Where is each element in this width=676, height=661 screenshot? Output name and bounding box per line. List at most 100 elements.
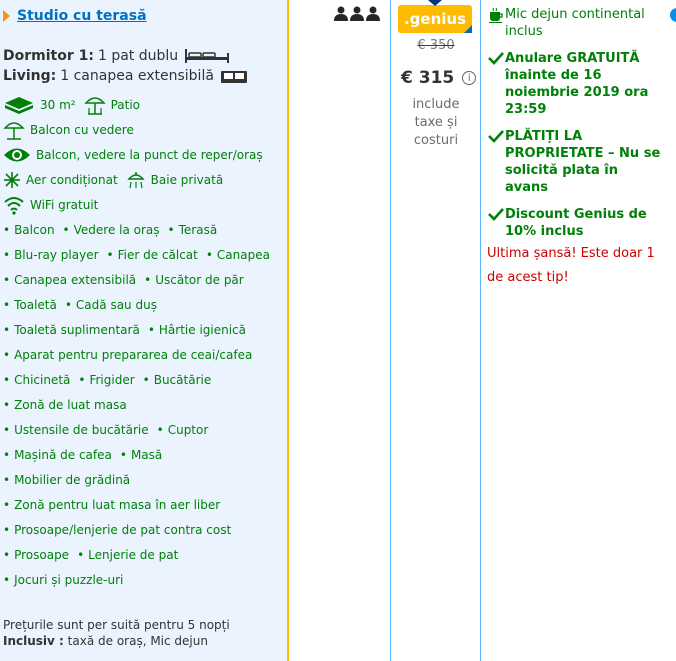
facility-row-ac-bath: Aer condiționat Baie privată xyxy=(3,167,287,192)
amenity-item: Zonă pentru luat masa în aer liber xyxy=(3,498,220,512)
room-title-row[interactable]: Studio cu terasă xyxy=(3,6,287,26)
condition-genius-discount: Discount Genius de 10% inclus xyxy=(487,206,676,240)
eye-icon xyxy=(4,148,30,161)
bed-label: Living: xyxy=(3,68,57,84)
bed-value: 1 pat dublu xyxy=(97,48,179,64)
amenity-item: Jocuri și puzzle-uri xyxy=(3,573,123,587)
amenity-item: Cadă sau duș xyxy=(65,298,157,312)
condition-cancellation: Anulare GRATUITĂ înainte de 16 noiembrie… xyxy=(487,50,676,118)
balcony-icon xyxy=(3,121,25,140)
original-price: € 350 xyxy=(391,38,481,53)
landmark-view-label: Balcon, vedere la punct de reper/oraș xyxy=(36,147,263,162)
air-conditioning: Aer condiționat xyxy=(3,171,118,189)
amenity-row: Mașină de cafeaMasă xyxy=(3,442,287,467)
ac-label: Aer condiționat xyxy=(26,172,118,187)
amenity-item: Prosoape xyxy=(3,548,69,562)
person-icon xyxy=(350,6,364,21)
breakfast-label: Mic dejun continental inclus xyxy=(505,7,645,39)
amenity-row: Toaletă suplimentară Hârtie igienică xyxy=(3,317,287,342)
amenity-item: Vedere la oraș xyxy=(63,223,160,237)
amenity-row: Prosoape/lenjerie de pat contra cost xyxy=(3,517,287,542)
amenity-row: Blu-ray player Fier de călcat Canapea xyxy=(3,242,287,267)
coffee-cup-icon xyxy=(489,7,503,23)
price-note: Prețurile sunt per suită pentru 5 nopți … xyxy=(3,617,230,649)
price-includes-note: include taxe și costuri xyxy=(391,96,481,150)
room-column: Studio cu terasă Dormitor 1: 1 pat dublu… xyxy=(0,0,289,661)
wifi-icon xyxy=(4,196,24,215)
amenity-row: Chicinetă Frigider Bucătărie xyxy=(3,367,287,392)
facility-row-landmark-view: Balcon, vedere la punct de reper/oraș xyxy=(3,142,287,167)
genius-label: .genius xyxy=(403,10,467,28)
amenity-row: Zonă pentru luat masa în aer liber xyxy=(3,492,287,517)
amenity-item: Balcon xyxy=(3,223,54,237)
bed-configuration: Dormitor 1: 1 pat dublu Living: 1 canape… xyxy=(3,46,287,86)
patio-umbrella-icon xyxy=(83,96,106,115)
amenity-item: Canapea xyxy=(206,248,270,262)
max-guests xyxy=(334,6,382,22)
amenity-item: Toaletă suplimentară xyxy=(3,323,140,337)
shower-icon xyxy=(127,171,145,188)
amenity-item: Aparat pentru prepararea de ceai/cafea xyxy=(3,348,252,362)
inclusive-label: Inclusiv : xyxy=(3,634,64,648)
info-icon[interactable]: i xyxy=(462,71,477,85)
price-note-inclusive: Inclusiv : taxă de oraș, Mic dejun xyxy=(3,633,230,649)
person-icon xyxy=(366,6,380,21)
room-size-icon xyxy=(5,96,33,114)
amenity-item: Mașină de cafea xyxy=(3,448,112,462)
amenity-item: Mobilier de grădină xyxy=(3,473,130,487)
person-icon xyxy=(334,6,348,21)
amenity-row: Zonă de luat masa xyxy=(3,392,287,417)
amenity-item: Prosoape/lenjerie de pat contra cost xyxy=(3,523,231,537)
amenity-item: Ustensile de bucătărie xyxy=(3,423,149,437)
check-icon xyxy=(488,52,504,65)
genius-badge[interactable]: .genius xyxy=(398,0,472,33)
amenity-item: Uscător de păr xyxy=(144,273,244,287)
genius-corner xyxy=(464,25,472,33)
price-column: .genius € 350 € 315 i include taxe și co… xyxy=(391,0,481,661)
amenity-row: Toaletă Cadă sau duș xyxy=(3,292,287,317)
bed-line-living: Living: 1 canapea extensibilă xyxy=(3,66,287,86)
caret-right-icon[interactable] xyxy=(3,10,10,22)
amenity-item: Zonă de luat masa xyxy=(3,398,127,412)
amenity-item: Bucătărie xyxy=(143,373,212,387)
last-chance-message: Ultima șansă! Este doar 1 de acest tip! xyxy=(487,246,655,285)
double-bed-icon xyxy=(185,49,230,63)
bed-label: Dormitor 1: xyxy=(3,48,94,64)
private-bathroom: Baie privată xyxy=(126,171,224,189)
free-cancellation-label: Anulare GRATUITĂ înainte de 16 noiembrie… xyxy=(505,51,649,117)
sofa-bed-icon xyxy=(220,71,247,83)
amenity-item: Blu-ray player xyxy=(3,248,98,262)
condition-payment: PLĂTIȚI LA PROPRIETATE – Nu se solicită … xyxy=(487,128,676,196)
check-icon xyxy=(488,130,504,143)
amenity-item: Cuptor xyxy=(157,423,209,437)
amenity-item: Lenjerie de pat xyxy=(77,548,178,562)
amenity-list: Balcon Vedere la oraș TerasăBlu-ray player… xyxy=(3,217,287,592)
wifi-label: WiFi gratuit xyxy=(30,197,99,212)
room-name-link[interactable]: Studio cu terasă xyxy=(17,8,147,24)
amenity-row: Prosoape Lenjerie de pat xyxy=(3,542,287,567)
amenity-item: Fier de călcat xyxy=(107,248,198,262)
blue-info-dot-icon[interactable] xyxy=(670,8,676,22)
amenity-row: Ustensile de bucătărie Cuptor xyxy=(3,417,287,442)
inclusive-value: taxă de oraș, Mic dejun xyxy=(67,634,208,648)
amenity-item: Hârtie igienică xyxy=(148,323,246,337)
condition-breakfast: Mic dejun continental inclus xyxy=(487,6,676,40)
amenity-item: Canapea extensibilă xyxy=(3,273,136,287)
balcony-view-label: Balcon cu vedere xyxy=(30,122,134,137)
amenity-row: Balcon Vedere la oraș Terasă xyxy=(3,217,287,242)
pay-at-property-label: PLĂTIȚI LA PROPRIETATE – Nu se solicită … xyxy=(505,129,661,195)
amenity-item: Chicinetă xyxy=(3,373,70,387)
price-includes-line: taxe și xyxy=(414,115,458,130)
snowflake-icon xyxy=(4,171,20,188)
amenity-item: Frigider xyxy=(78,373,134,387)
amenity-row: Aparat pentru prepararea de ceai/cafea xyxy=(3,342,287,367)
facility-row-wifi: WiFi gratuit xyxy=(3,192,287,217)
genius-discount-label: Discount Genius de 10% inclus xyxy=(505,207,647,239)
facility-row-balcony: Balcon cu vedere xyxy=(3,117,287,142)
price-includes-line: include xyxy=(412,97,460,112)
patio: Patio xyxy=(83,95,140,115)
amenity-row: Mobilier de grădină xyxy=(3,467,287,492)
private-bath-label: Baie privată xyxy=(150,172,224,187)
amenity-item: Terasă xyxy=(168,223,218,237)
amenity-item: Toaletă xyxy=(3,298,57,312)
